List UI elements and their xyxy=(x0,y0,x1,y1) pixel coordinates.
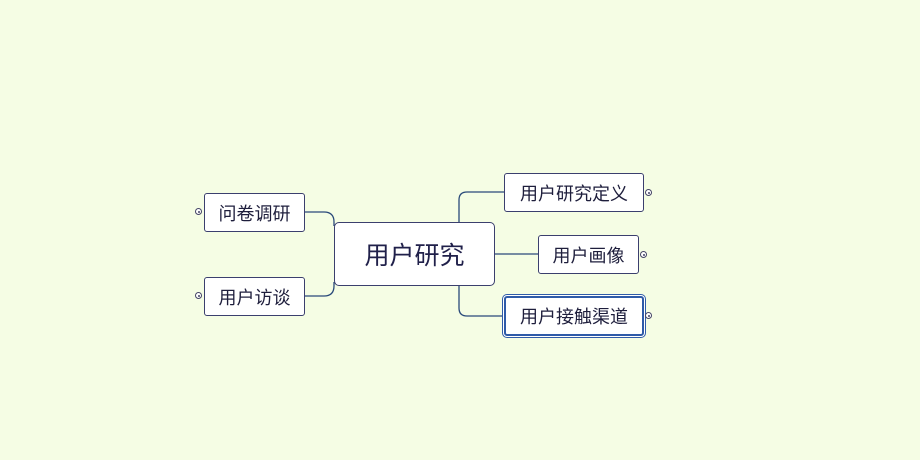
topic-persona[interactable]: 用户画像 xyxy=(538,235,639,274)
topic-channels[interactable]: 用户接触渠道 xyxy=(504,296,644,336)
collapse-persona-icon[interactable] xyxy=(640,251,647,258)
central-topic[interactable]: 用户研究 xyxy=(334,222,495,286)
topic-definition-label: 用户研究定义 xyxy=(520,183,628,205)
central-topic-label: 用户研究 xyxy=(364,241,465,270)
topic-interview[interactable]: 用户访谈 xyxy=(204,277,305,316)
connector-central-to-interview xyxy=(305,282,335,297)
connector-central-to-definition xyxy=(458,191,504,222)
topic-questionnaire-label: 问卷调研 xyxy=(218,203,291,225)
collapse-definition-icon[interactable] xyxy=(645,189,652,196)
connector-central-to-questionnaire xyxy=(305,211,335,226)
connector-central-to-channels xyxy=(458,286,504,317)
topic-questionnaire[interactable]: 问卷调研 xyxy=(204,193,305,232)
topic-interview-label: 用户访谈 xyxy=(218,287,291,309)
collapse-interview-icon[interactable] xyxy=(195,292,202,299)
topic-persona-label: 用户画像 xyxy=(552,245,625,267)
collapse-channels-icon[interactable] xyxy=(645,312,652,319)
topic-definition[interactable]: 用户研究定义 xyxy=(504,173,644,212)
topic-channels-label: 用户接触渠道 xyxy=(520,307,628,328)
collapse-questionnaire-icon[interactable] xyxy=(195,208,202,215)
